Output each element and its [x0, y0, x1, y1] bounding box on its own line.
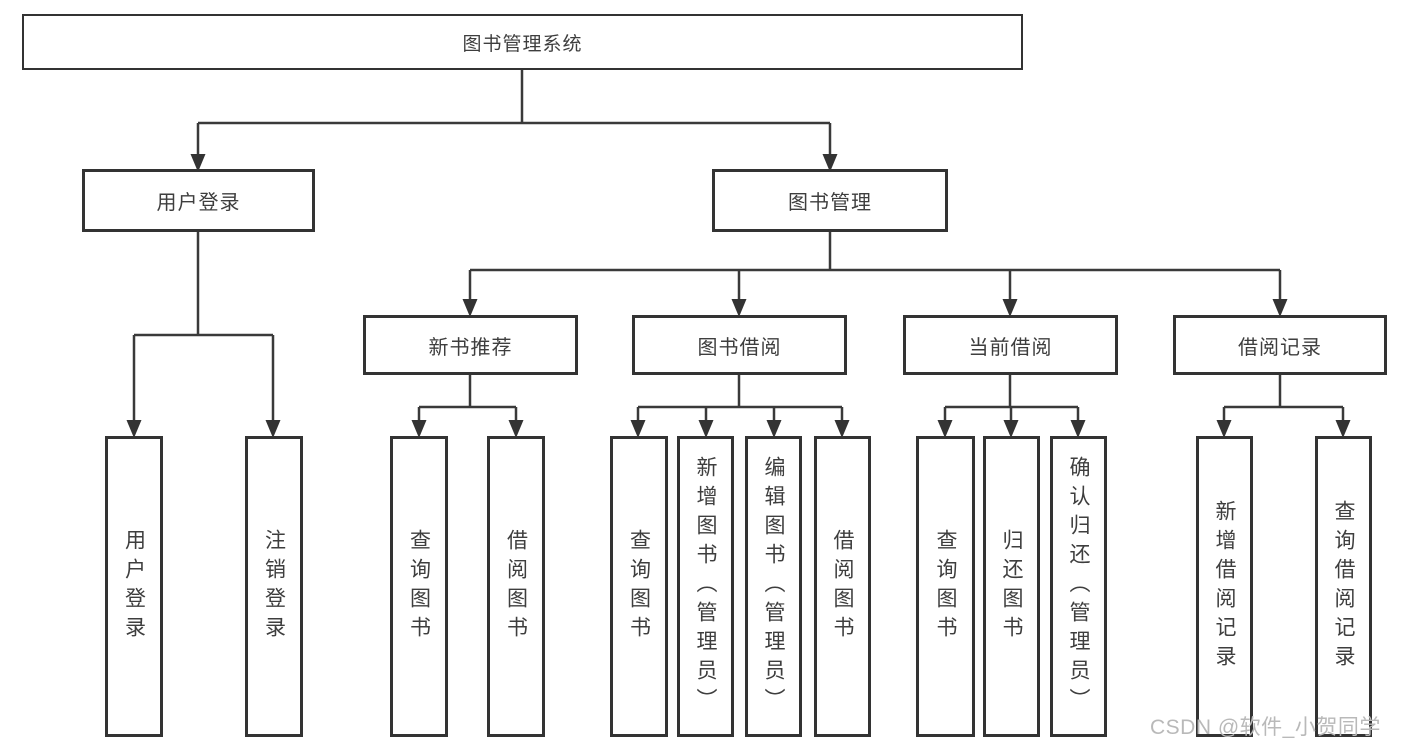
- arrowheads: [126, 154, 1351, 438]
- node-leaf-query-books-borrow: 查询图书: [610, 436, 668, 737]
- node-leaf-borrow-books: 借阅图书: [814, 436, 871, 737]
- node-library-management-system: 图书管理系统: [22, 14, 1023, 70]
- node-leaf-borrow-books-recommend: 借阅图书: [487, 436, 545, 737]
- node-leaf-add-borrow-record: 新增借阅记录: [1196, 436, 1253, 737]
- node-leaf-return-books: 归还图书: [983, 436, 1040, 737]
- node-new-book-recommendation: 新书推荐: [363, 315, 578, 375]
- node-leaf-query-books-recommend: 查询图书: [390, 436, 448, 737]
- node-book-management-module: 图书管理: [712, 169, 948, 232]
- node-leaf-query-books-current: 查询图书: [916, 436, 975, 737]
- csdn-watermark: CSDN @软件_小贺同学: [1150, 716, 1381, 739]
- node-leaf-add-books-admin: 新增图书（管理员）: [677, 436, 734, 737]
- node-leaf-edit-books-admin: 编辑图书（管理员）: [745, 436, 802, 737]
- node-leaf-user-login: 用户登录: [105, 436, 163, 737]
- node-user-login-module: 用户登录: [82, 169, 315, 232]
- node-leaf-logout: 注销登录: [245, 436, 303, 737]
- node-leaf-confirm-return-admin: 确认归还（管理员）: [1050, 436, 1107, 737]
- node-borrowing-records: 借阅记录: [1173, 315, 1387, 375]
- node-book-borrowing: 图书借阅: [632, 315, 847, 375]
- node-leaf-query-borrow-record: 查询借阅记录: [1315, 436, 1372, 737]
- node-current-borrowing: 当前借阅: [903, 315, 1118, 375]
